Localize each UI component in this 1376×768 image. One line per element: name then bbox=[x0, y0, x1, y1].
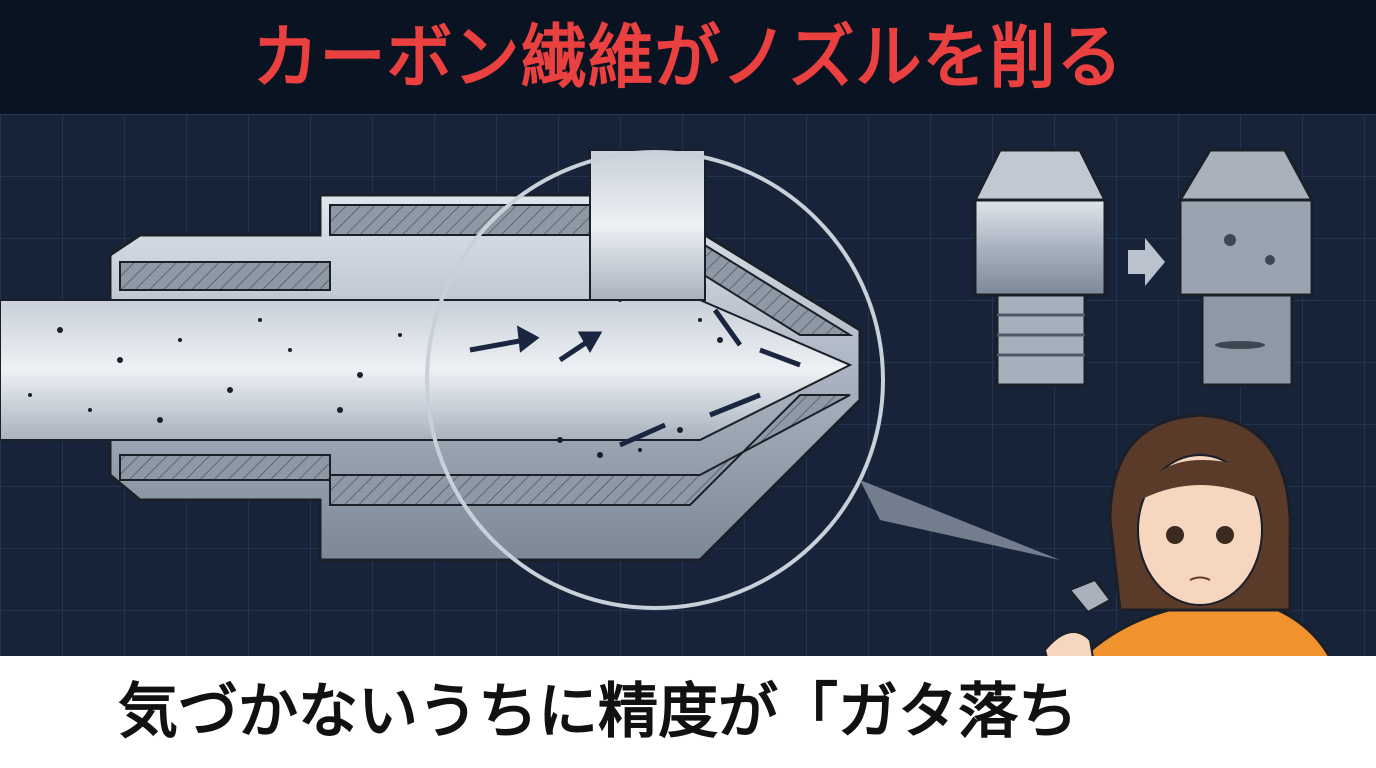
flow-arrows bbox=[469, 308, 801, 448]
held-nozzle-icon bbox=[1068, 578, 1112, 614]
worn-nozzle-icon bbox=[1177, 148, 1315, 387]
nozzle-cross-section bbox=[0, 149, 862, 562]
subtitle-text: 気づかないうちに精度が「ガタ落ち bbox=[118, 677, 1078, 747]
new-nozzle-icon bbox=[972, 148, 1108, 387]
arrow-right-icon bbox=[1128, 238, 1165, 286]
magnifier-circle bbox=[425, 150, 885, 610]
magnifier-pointer bbox=[860, 480, 1060, 560]
header-band bbox=[0, 0, 1376, 114]
subtitle-band bbox=[0, 656, 1376, 768]
page-title: カーボン繊維がノズルを削る bbox=[252, 17, 1124, 98]
